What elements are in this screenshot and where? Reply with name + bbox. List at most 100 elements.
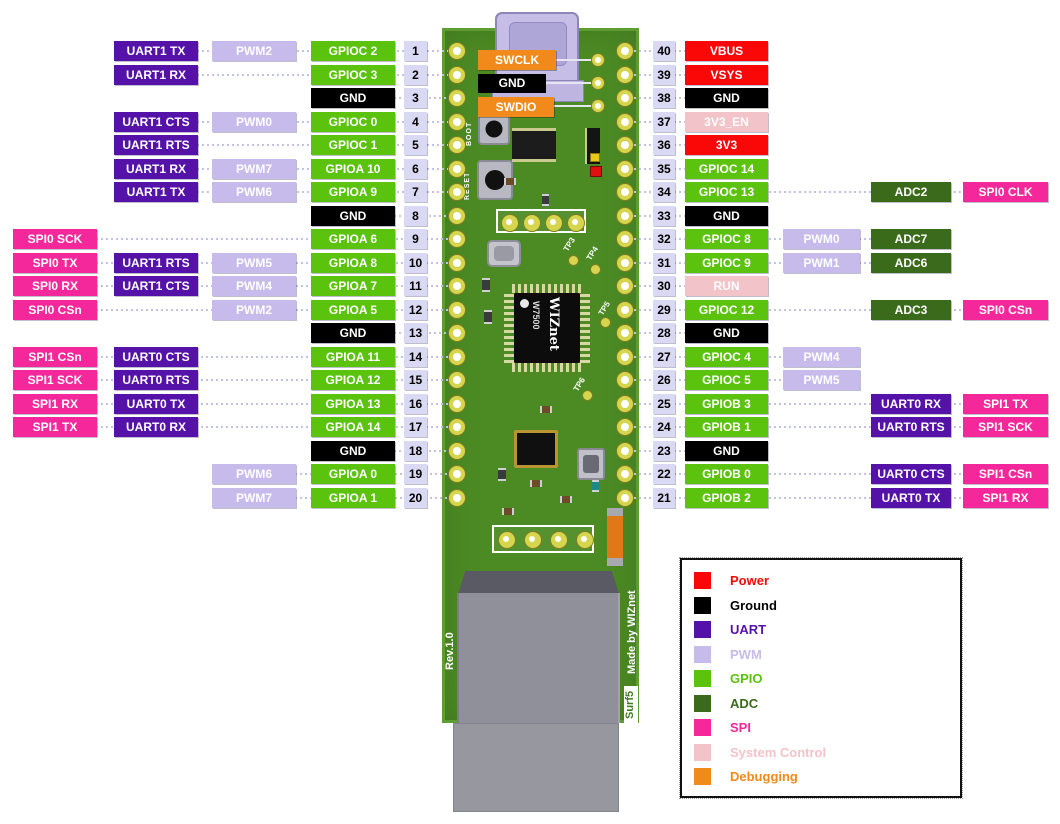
header-bottom	[492, 525, 594, 553]
pin-label-box: GPIOC 1	[311, 135, 395, 155]
solder-pad	[616, 277, 634, 295]
pin-label-box: GPIOA 10	[311, 158, 395, 179]
pin-label-box: UART1 RX	[114, 158, 198, 179]
solder-pad	[616, 324, 634, 342]
pin-label-box: GPIOC 3	[311, 64, 395, 85]
pin-label-box: SPI1 CSn	[13, 346, 97, 367]
solder-pad	[448, 206, 466, 225]
legend-label: UART	[730, 622, 767, 637]
legend-swatch	[694, 645, 711, 663]
smd-component	[482, 278, 490, 292]
solder-pad	[616, 394, 634, 413]
pin-label-box: UART0 TX	[114, 393, 198, 414]
legend-label: GPIO	[730, 671, 763, 686]
pin-number-box: 30	[653, 276, 675, 296]
pin-label-box: UART0 CTS	[871, 464, 951, 484]
header-pad	[524, 531, 542, 549]
pin-label-box: SPI0 CLK	[963, 182, 1048, 202]
solder-pad	[448, 136, 466, 154]
pin-label-box: VBUS	[685, 41, 768, 61]
solder-pad	[616, 42, 634, 60]
connection-line	[634, 308, 1040, 311]
smd-component	[484, 310, 492, 324]
swdio-trace	[554, 105, 592, 107]
swdio-label-box: SWDIO	[478, 97, 554, 117]
solder-pad	[616, 159, 634, 178]
legend-swatch	[694, 719, 711, 736]
gnd-pad	[591, 76, 605, 90]
solder-pad	[616, 418, 634, 436]
pin-label-box: GPIOC 13	[685, 182, 768, 202]
pin-number-box: 4	[404, 111, 427, 132]
header-top	[496, 209, 586, 233]
solder-pad	[448, 89, 466, 107]
pin-number-box: 9	[404, 229, 427, 249]
tp6-pad	[582, 390, 593, 401]
pin-label-box: PWM7	[212, 158, 296, 179]
solder-pad	[616, 230, 634, 248]
pin-number-box: 8	[404, 205, 427, 226]
pin-label-box: 3V3	[685, 135, 768, 155]
swdio-pad	[591, 99, 605, 113]
solder-pad	[448, 183, 466, 201]
pin-label-box: GPIOA 8	[311, 252, 395, 273]
mcu-pins-top	[512, 284, 582, 293]
pin-label-box: UART0 TX	[871, 487, 951, 508]
pin-number-box: 17	[404, 417, 427, 437]
legend-label: ADC	[730, 695, 759, 711]
pin-number-box: 14	[404, 346, 427, 367]
tp5-label: TP5	[596, 299, 613, 318]
pin-label-box: ADC6	[871, 252, 951, 273]
pin-number-box: 13	[404, 323, 427, 343]
pin-label-box: GPIOC 14	[685, 158, 768, 179]
legend-label: Power	[730, 573, 770, 588]
pin-label-box: SPI1 RX	[963, 487, 1048, 508]
pin-number-box: 28	[653, 323, 675, 343]
pin-label-box: GND	[685, 323, 768, 343]
chip-model-text: W7500	[531, 301, 541, 330]
solder-pad	[448, 418, 466, 436]
gnd-trace	[546, 82, 592, 84]
pin-label-box: PWM2	[212, 299, 296, 320]
legend-swatch	[694, 694, 711, 712]
solder-pad	[448, 230, 466, 248]
pin-label-box: GPIOC 5	[685, 370, 768, 390]
pin-label-box: ADC2	[871, 182, 951, 202]
revision-label: Rev.1.0	[444, 632, 456, 670]
legend-swatch	[694, 572, 711, 589]
pin-label-box: PWM2	[212, 41, 296, 61]
connection-line	[21, 426, 449, 428]
mcu-pins-bottom	[512, 363, 582, 372]
pin-number-box: 37	[653, 111, 675, 132]
pin-label-box: GPIOC 12	[685, 299, 768, 320]
pin-number-box: 32	[653, 229, 675, 249]
pin-number-box: 36	[653, 135, 675, 155]
pin-label-box: ADC3	[871, 299, 951, 320]
legend-label: System Control	[730, 744, 827, 760]
legend-swatch	[694, 670, 711, 687]
pin-label-box: SPI1 SCK	[13, 370, 97, 390]
solder-pad	[448, 277, 466, 295]
pin-label-box: GPIOA 9	[311, 182, 395, 202]
pin-label-box: SPI1 TX	[963, 393, 1048, 414]
solder-pad	[448, 159, 466, 178]
pin-number-box: 31	[653, 252, 675, 273]
pin-label-box: UART0 RTS	[871, 417, 951, 437]
rj45-jack	[457, 593, 620, 723]
solder-pad	[616, 206, 634, 225]
header-pad	[501, 214, 519, 232]
chip-brand-text: WIZnet	[546, 297, 561, 351]
pin-label-box: SPI1 CSn	[963, 464, 1048, 484]
connection-line	[634, 426, 1040, 428]
tp3-label: TP3	[561, 235, 578, 254]
pin-number-box: 2	[404, 64, 427, 85]
solder-pad	[448, 300, 466, 319]
pin-number-box: 20	[404, 487, 427, 508]
pin-label-box: PWM7	[212, 487, 296, 508]
legend-swatch	[694, 621, 711, 638]
pin-label-box: GPIOA 14	[311, 417, 395, 437]
pin-label-box: GPIOA 12	[311, 370, 395, 390]
connection-line	[634, 473, 1040, 475]
